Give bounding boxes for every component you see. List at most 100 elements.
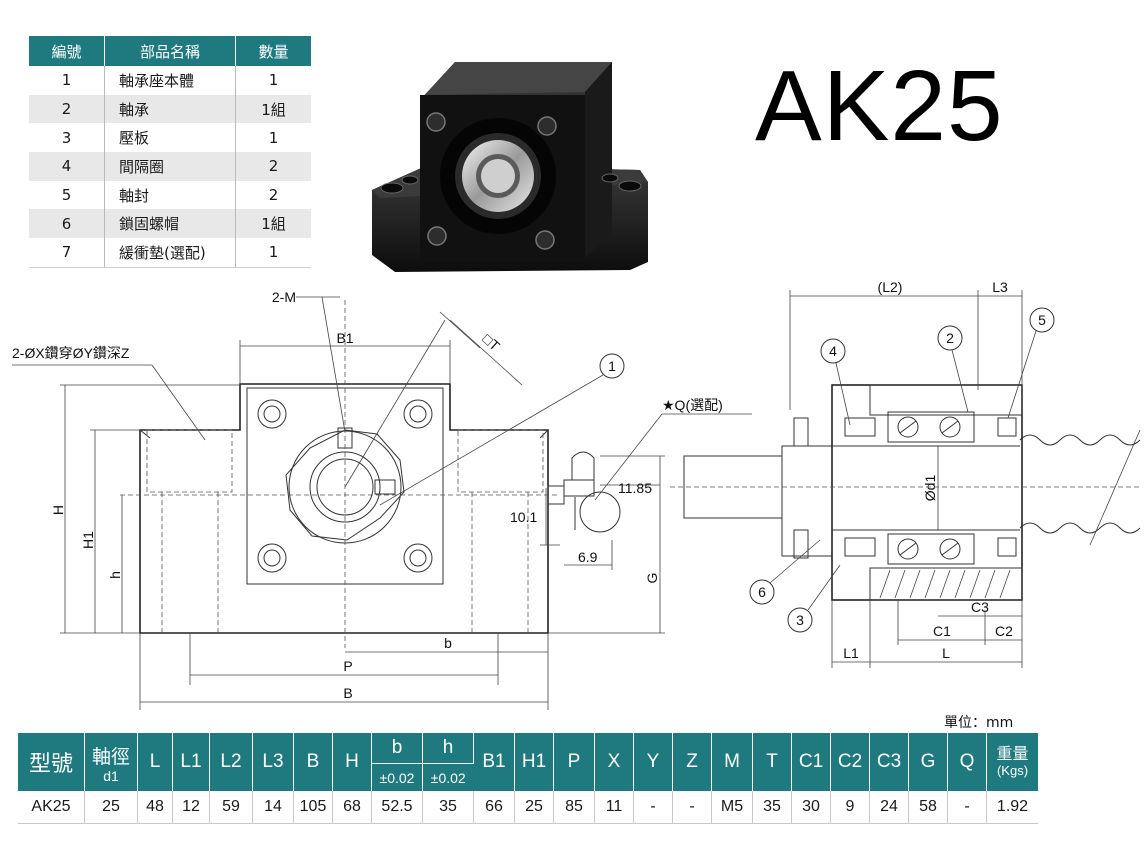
spec-h-y: Y: [633, 733, 673, 791]
spec-h-b1: B1: [473, 733, 515, 791]
model-title: AK25: [755, 50, 1004, 162]
part-qty: 1: [268, 128, 279, 147]
part-name: 軸承: [104, 94, 236, 124]
ball-screw-shaft: [1019, 434, 1141, 446]
spec-h-model: 型號: [18, 733, 85, 791]
part-qty: 1組: [235, 94, 311, 124]
dim-11-85: 11.85: [618, 480, 652, 496]
spec-cell: 59: [209, 791, 253, 824]
spec-h-c3: C3: [869, 733, 909, 791]
part-no: 6: [29, 209, 105, 239]
part-no: 1: [29, 66, 105, 95]
spec-h-z: Z: [672, 733, 712, 791]
part-no: 5: [29, 180, 105, 210]
spec-h-small-b: b: [371, 733, 423, 764]
spec-h-l3: L3: [252, 733, 294, 791]
spec-cell: 24: [869, 791, 909, 824]
spec-cell: 1.92: [986, 791, 1038, 824]
part-no: 4: [29, 152, 105, 181]
spec-h-h1: H1: [514, 733, 554, 791]
dim-c3-label: C3: [971, 599, 989, 615]
part-name: 壓板: [104, 123, 236, 153]
screw-label: 2-M: [272, 289, 296, 305]
spec-h-small-b-tol: ±0.02: [371, 763, 423, 791]
parts-header-no: 編號: [29, 36, 105, 66]
spec-cell: 68: [332, 791, 372, 824]
spec-h-shaft-text: 軸徑: [91, 746, 130, 768]
spec-h-l1: L1: [172, 733, 210, 791]
spec-cell: -: [633, 791, 673, 824]
part-qty: 1: [235, 238, 311, 268]
callout-5: 5: [1038, 312, 1046, 328]
screw-holes: [257, 399, 433, 573]
spec-h-weight: 重量(Kgs): [986, 733, 1038, 791]
grease-label: ★Q(選配): [662, 397, 723, 413]
grease-nipple: [547, 451, 621, 533]
dim-c2-label: C2: [995, 623, 1013, 639]
spec-cell: 14: [252, 791, 294, 824]
spec-h-h: H: [332, 733, 372, 791]
spec-h-weight-text: 重量: [996, 746, 1029, 763]
spec-h-x: X: [594, 733, 634, 791]
dim-bb-label: B: [343, 685, 352, 701]
dim-small-h-label: h: [107, 571, 123, 579]
dim-b1-label: B1: [336, 330, 353, 346]
dim-6-9: 6.9: [578, 549, 598, 565]
hole-spec-label: 2-ØX鑽穿ØY鑽深Z: [12, 345, 130, 361]
spec-cell: 30: [791, 791, 831, 824]
part-no: 7: [29, 238, 105, 268]
dim-l3-label: L3: [992, 279, 1008, 295]
spec-cell: 9: [830, 791, 870, 824]
spec-h-q: Q: [947, 733, 987, 791]
spec-h-shaft-sub: d1: [103, 767, 119, 784]
spec-cell: 25: [514, 791, 554, 824]
spec-cell: 66: [473, 791, 515, 824]
spec-cell: AK25: [18, 791, 85, 824]
part-name: 軸封: [104, 180, 236, 210]
part-qty: 2: [268, 186, 279, 205]
spec-h-small-h-tol: ±0.02: [422, 763, 474, 791]
spec-h-p: P: [553, 733, 595, 791]
spec-cell: 25: [84, 791, 138, 824]
spec-h-g: G: [908, 733, 948, 791]
dim-d1-label: Ød1: [922, 475, 938, 502]
spec-cell: 35: [752, 791, 792, 824]
callout-2: 2: [946, 330, 954, 346]
part-no: 3: [29, 123, 105, 153]
parts-header-name: 部品名稱: [104, 36, 236, 66]
spec-h-l2: L2: [209, 733, 253, 791]
table-row: AK25 25 48 12 59 14 105 68 52.5 35 66 25…: [18, 791, 1038, 824]
spec-cell: -: [947, 791, 987, 824]
callout-1: 1: [608, 358, 616, 374]
dim-l2-label: (L2): [878, 279, 903, 295]
front-body-outline: [139, 383, 549, 634]
spec-h-m: M: [711, 733, 753, 791]
part-name: 鎖固螺帽: [104, 209, 236, 239]
part-name: 軸承座本體: [104, 66, 236, 95]
spec-h-small-h: h: [422, 733, 474, 764]
bearings: [887, 411, 975, 565]
dim-p-label: P: [343, 658, 352, 674]
spec-h-c2: C2: [830, 733, 870, 791]
spec-cell: 58: [908, 791, 948, 824]
dim-h-label: H: [50, 505, 66, 515]
part-qty: 1組: [235, 209, 311, 239]
dim-l1-label: L1: [843, 645, 859, 661]
part-name: 間隔圈: [104, 152, 236, 181]
spec-cell: -: [672, 791, 712, 824]
dim-l-label: L: [942, 645, 950, 661]
spec-h-weight-sub: (Kgs): [996, 763, 1029, 778]
callout-6: 6: [758, 584, 766, 600]
part-qty: 2: [235, 152, 311, 181]
part-no: 2: [29, 94, 105, 124]
spec-cell: 105: [293, 791, 333, 824]
